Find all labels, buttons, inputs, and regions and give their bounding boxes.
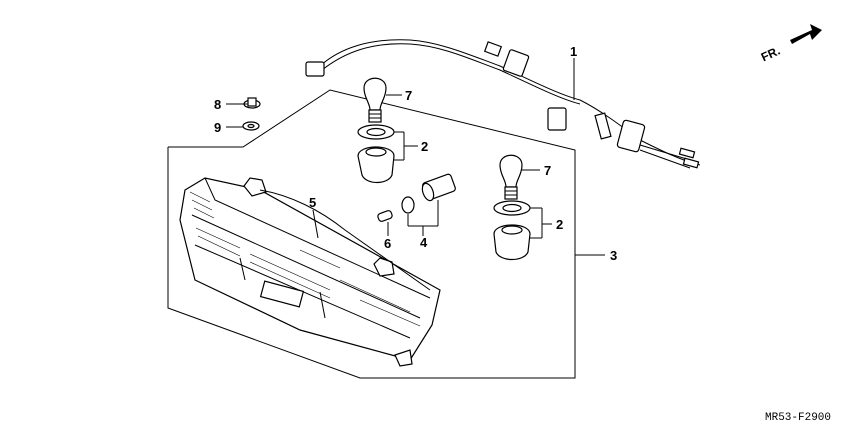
socket-right [493, 200, 531, 261]
callout-3: 3 [610, 248, 617, 263]
callout-8: 8 [214, 97, 221, 112]
callout-1: 1 [570, 44, 577, 59]
callout-9: 9 [214, 120, 221, 135]
callout-6: 6 [384, 236, 391, 251]
bulb-right [499, 154, 523, 200]
callout-5: 5 [309, 195, 316, 210]
front-direction-label: FR. [759, 44, 782, 65]
diagram-code: MR53-F2900 [765, 412, 831, 424]
assembly-outline [167, 89, 576, 379]
bulb-upper [363, 77, 387, 123]
wedge-bulb [377, 210, 393, 222]
lens-assembly [179, 177, 441, 367]
callout-4: 4 [420, 235, 428, 250]
callout-7-upper: 7 [405, 88, 412, 103]
callout-2-upper: 2 [421, 139, 428, 154]
socket-upper [357, 124, 395, 184]
wire-harness [305, 39, 701, 169]
socket-small [401, 173, 456, 214]
callout-2-right: 2 [556, 217, 563, 232]
callout-7-right: 7 [544, 163, 551, 178]
front-direction-arrow-icon [790, 24, 822, 44]
screw-part [243, 97, 261, 109]
leader-lines [226, 58, 605, 256]
washer-part [242, 121, 260, 131]
